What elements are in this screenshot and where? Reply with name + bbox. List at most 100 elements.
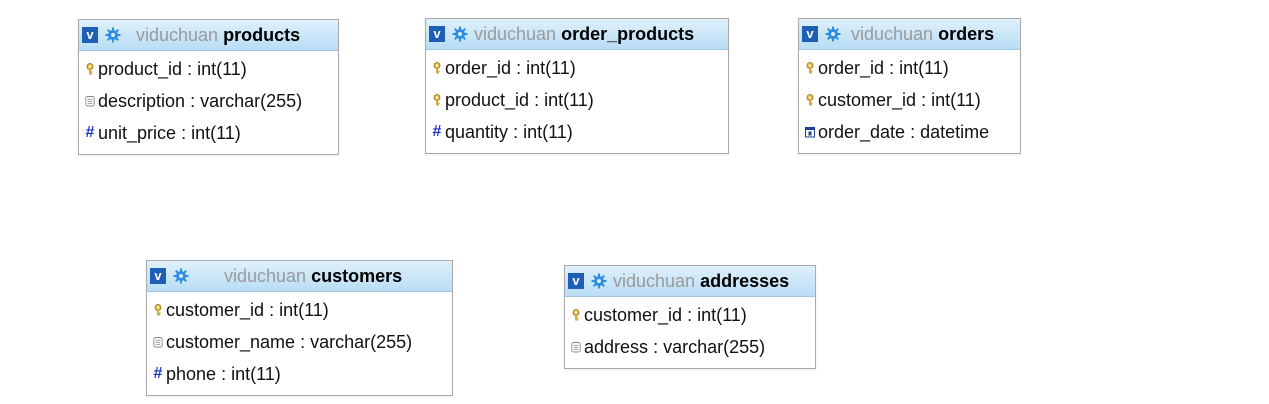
column-type: int(11) [197, 58, 247, 79]
separator: : [221, 363, 227, 384]
schema-name: viduchuan [136, 24, 219, 45]
column-type: int(11) [191, 122, 241, 143]
column-type: int(11) [697, 304, 747, 325]
text-column-icon [153, 336, 163, 348]
column-row[interactable]: # unit_price : int(11) [79, 117, 338, 149]
column-row[interactable]: product_id : int(11) [79, 53, 338, 85]
column-type: datetime [920, 121, 990, 142]
separator: : [269, 299, 275, 320]
table-name: products [223, 24, 301, 45]
column-row[interactable]: order_id : int(11) [799, 52, 1020, 84]
column-name: customer_id [166, 299, 265, 320]
table-header[interactable]: v viduchuan addresses [565, 266, 815, 297]
gear-icon[interactable] [591, 273, 607, 289]
column-name: product_id [445, 89, 530, 110]
column-name: order_id [445, 57, 512, 78]
column-name: description [98, 90, 186, 111]
table-products[interactable]: v viduchuan products product_id : int(11… [78, 19, 339, 155]
table-title: viduchuan addresses [613, 271, 789, 292]
column-type: int(11) [279, 299, 329, 320]
table-customers[interactable]: v viduchuan customers customer_id : int(… [146, 260, 453, 396]
table-order-products[interactable]: v viduchuan order_products order_id : in… [425, 18, 729, 154]
column-row[interactable]: order_id : int(11) [426, 52, 728, 84]
separator: : [300, 331, 306, 352]
column-type: int(11) [899, 57, 949, 78]
column-type: int(11) [523, 121, 573, 142]
separator: : [687, 304, 693, 325]
column-type: varchar(255) [663, 336, 766, 357]
column-type: int(11) [526, 57, 576, 78]
gear-icon[interactable] [452, 26, 468, 42]
separator: : [513, 121, 519, 142]
key-icon [805, 62, 815, 74]
table-addresses[interactable]: v viduchuan addresses customer_id : int(… [564, 265, 816, 369]
key-icon [571, 309, 581, 321]
v-toggle-icon[interactable]: v [82, 27, 98, 43]
separator: : [190, 90, 196, 111]
table-header[interactable]: v viduchuan products [79, 20, 338, 51]
column-type: varchar(255) [200, 90, 303, 111]
separator: : [653, 336, 659, 357]
table-name: customers [311, 265, 403, 286]
column-row[interactable]: order_date : datetime [799, 116, 1020, 148]
column-row[interactable]: customer_name : varchar(255) [147, 326, 452, 358]
text-column-icon [571, 341, 581, 353]
table-title: viduchuan order_products [474, 24, 694, 45]
separator: : [910, 121, 916, 142]
calendar-icon [805, 126, 815, 138]
column-row[interactable]: # quantity : int(11) [426, 116, 728, 148]
column-type: varchar(255) [310, 331, 413, 352]
key-icon [85, 63, 95, 75]
key-icon [805, 94, 815, 106]
numeric-hash-icon: # [432, 123, 442, 140]
key-icon [432, 62, 442, 74]
column-row[interactable]: customer_id : int(11) [565, 299, 815, 331]
v-toggle-icon[interactable]: v [802, 26, 818, 42]
schema-name: viduchuan [474, 23, 557, 44]
v-toggle-icon[interactable]: v [429, 26, 445, 42]
column-type: int(11) [231, 363, 281, 384]
gear-icon[interactable] [173, 268, 189, 284]
column-name: unit_price [98, 122, 177, 143]
column-row[interactable]: customer_id : int(11) [799, 84, 1020, 116]
v-toggle-icon[interactable]: v [568, 273, 584, 289]
table-header[interactable]: v viduchuan order_products [426, 19, 728, 50]
column-type: int(11) [931, 89, 981, 110]
separator: : [187, 58, 193, 79]
table-orders[interactable]: v viduchuan orders order_id : int(11) cu… [798, 18, 1021, 154]
table-title: viduchuan products [136, 25, 300, 46]
v-toggle-icon[interactable]: v [150, 268, 166, 284]
column-name: order_date [818, 121, 906, 142]
column-name: address [584, 336, 649, 357]
schema-name: viduchuan [224, 265, 307, 286]
table-title: viduchuan customers [224, 266, 402, 287]
column-name: quantity [445, 121, 509, 142]
numeric-hash-icon: # [85, 124, 95, 141]
text-column-icon [85, 95, 95, 107]
column-row[interactable]: product_id : int(11) [426, 84, 728, 116]
schema-name: viduchuan [851, 23, 934, 44]
separator: : [921, 89, 927, 110]
column-row[interactable]: # phone : int(11) [147, 358, 452, 390]
table-header[interactable]: v viduchuan customers [147, 261, 452, 292]
column-name: customer_id [818, 89, 917, 110]
column-row[interactable]: customer_id : int(11) [147, 294, 452, 326]
numeric-hash-icon: # [153, 365, 163, 382]
separator: : [889, 57, 895, 78]
column-name: product_id [98, 58, 183, 79]
separator: : [181, 122, 187, 143]
column-row[interactable]: description : varchar(255) [79, 85, 338, 117]
schema-name: viduchuan [613, 270, 696, 291]
gear-icon[interactable] [825, 26, 841, 42]
column-row[interactable]: address : varchar(255) [565, 331, 815, 363]
table-name: addresses [700, 270, 790, 291]
gear-icon[interactable] [105, 27, 121, 43]
column-name: phone [166, 363, 217, 384]
table-header[interactable]: v viduchuan orders [799, 19, 1020, 50]
column-type: int(11) [544, 89, 594, 110]
column-name: order_id [818, 57, 885, 78]
table-name: order_products [561, 23, 695, 44]
table-title: viduchuan orders [851, 24, 994, 45]
column-name: customer_id [584, 304, 683, 325]
key-icon [153, 304, 163, 316]
